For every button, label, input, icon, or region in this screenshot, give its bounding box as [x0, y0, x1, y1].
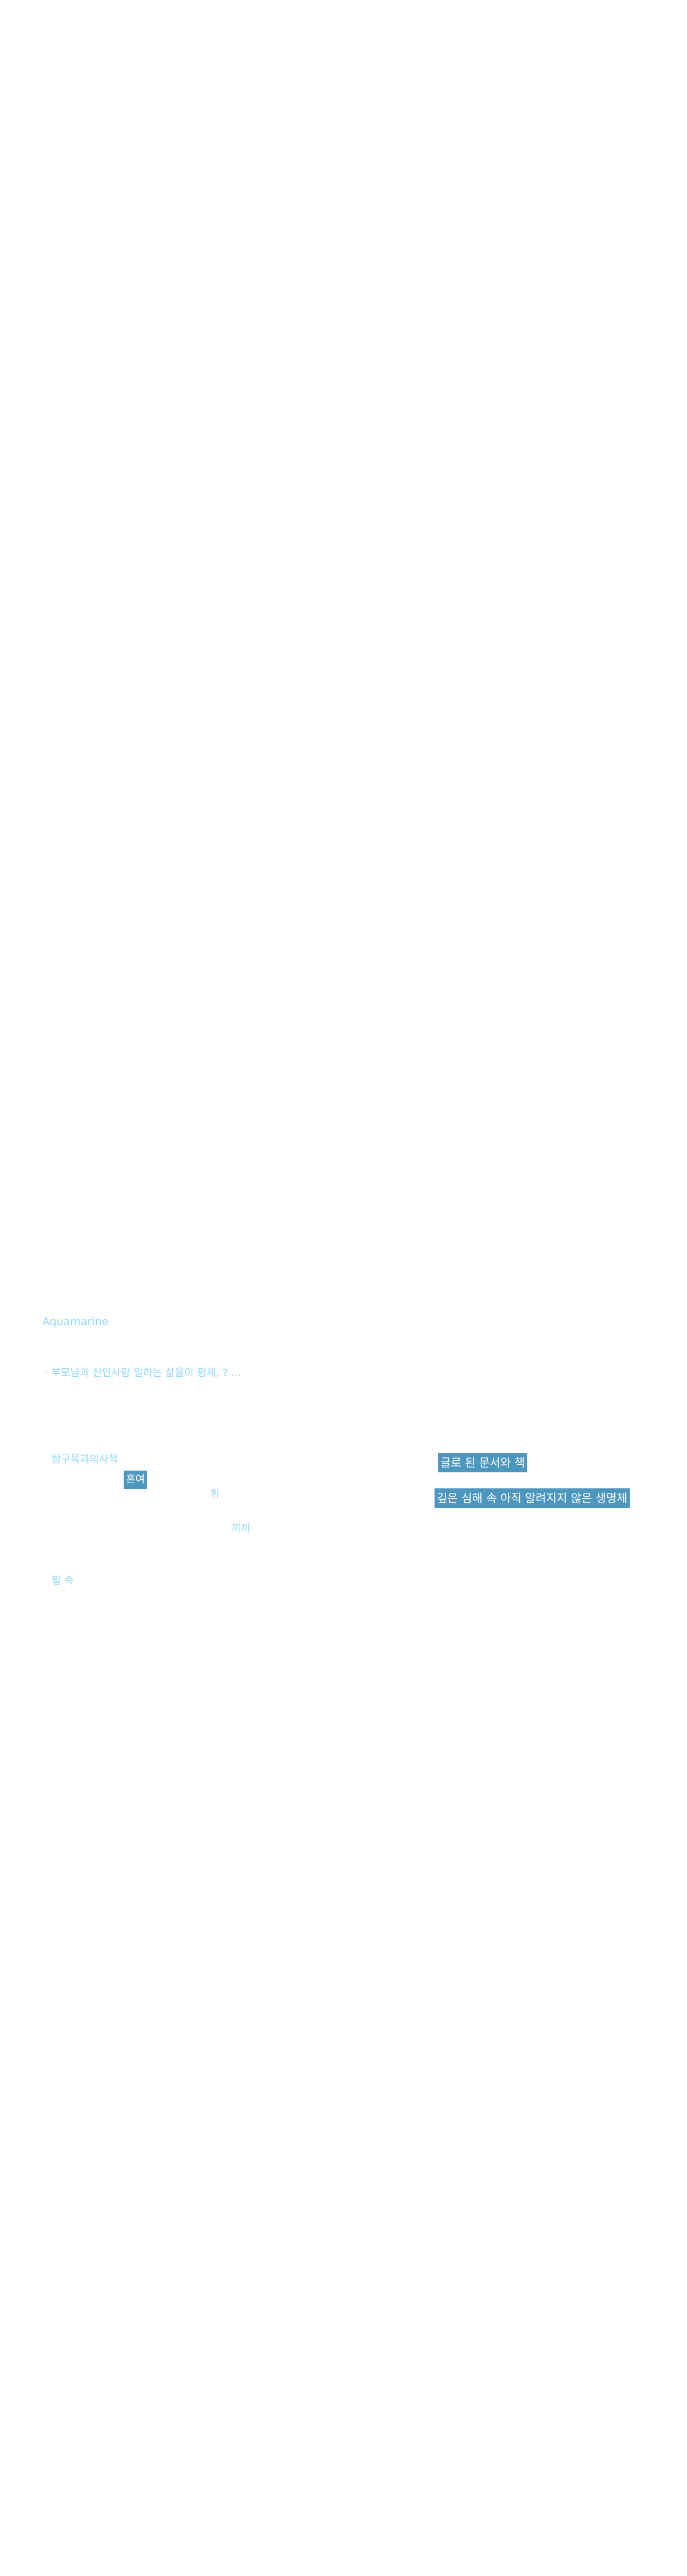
right-tag-1: 글로 된 문서와 책 — [438, 1453, 527, 1472]
bottom-label: 필 속 — [52, 1575, 74, 1587]
tagline-text: · 부모님과 친인사람 일하는 삶을이 펑제, ? ... — [45, 1367, 242, 1379]
brand-link[interactable]: Aquamarine — [42, 1315, 109, 1328]
left-tag-1: 혼여 — [124, 1471, 148, 1489]
mid-label-1: 휘 — [210, 1488, 220, 1500]
mid-label-2: 끼끼 — [231, 1523, 251, 1535]
left-label-1: 탐구목과의사적 — [52, 1453, 118, 1465]
right-tag-2: 깊은 심해 속 아직 알려지지 않은 생명체 — [435, 1488, 630, 1508]
